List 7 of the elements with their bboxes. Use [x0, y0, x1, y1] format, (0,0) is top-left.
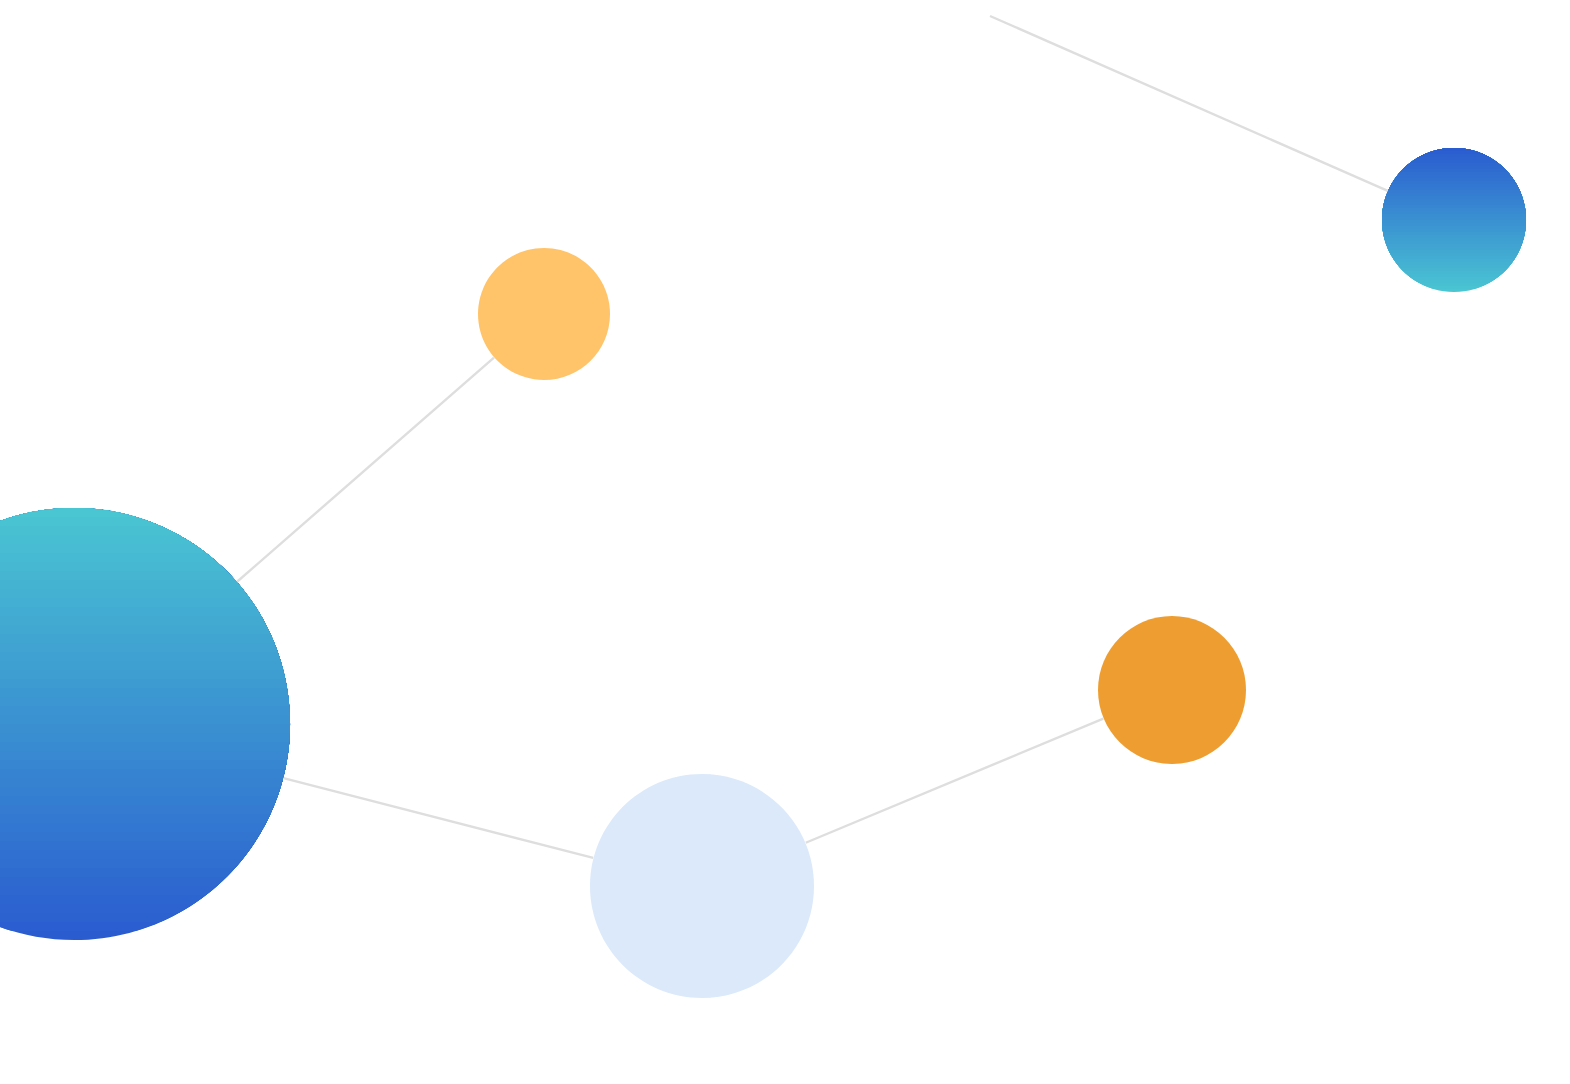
circle: [590, 774, 814, 998]
circle: [478, 248, 610, 380]
connector-line: [283, 776, 594, 860]
connector-line: [805, 717, 1104, 844]
connector-line: [989, 14, 1389, 192]
circle: [1098, 616, 1246, 764]
connector-line: [236, 356, 495, 583]
